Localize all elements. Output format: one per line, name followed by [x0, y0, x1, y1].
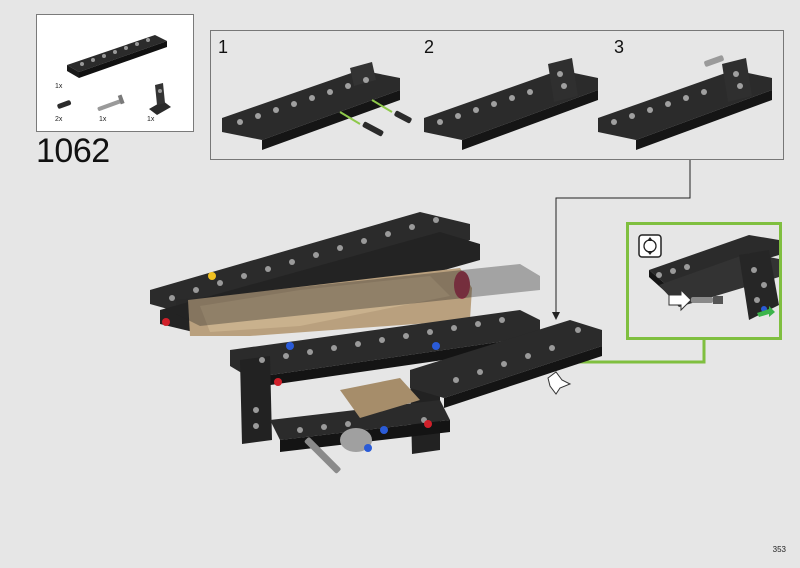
step-number: 1062 [36, 132, 110, 170]
main-assembly-drawing [150, 212, 602, 474]
sub-step-label: 1 [218, 37, 229, 57]
callout-box [626, 222, 782, 340]
page-number: 353 [772, 545, 786, 554]
sub-step-label: 3 [614, 37, 625, 57]
callout-leader-line [555, 160, 691, 312]
parts-list-box: 1x 2x 1x 1x [36, 14, 194, 132]
beam-frame-part [67, 35, 167, 78]
rotate-view-icon [638, 234, 662, 258]
qty-label: 1x [147, 116, 155, 123]
qty-label: 1x [99, 116, 107, 123]
axle-pin-part [57, 100, 72, 109]
sub-step-1-drawing [222, 62, 412, 150]
sub-steps-box [210, 30, 784, 160]
arrow-down-icon [552, 312, 560, 320]
sub-step-3-drawing [598, 55, 772, 150]
sub-step-label: 2 [424, 37, 435, 57]
qty-label: 1x [55, 83, 63, 90]
callout-drawing [638, 234, 779, 320]
angle-connector-part [149, 83, 171, 115]
parts-list-drawing [57, 35, 171, 115]
sub-step-2-drawing [424, 58, 598, 150]
axle-with-stop-part [97, 94, 125, 111]
callout-connector [566, 340, 706, 364]
qty-label: 2x [55, 116, 63, 123]
